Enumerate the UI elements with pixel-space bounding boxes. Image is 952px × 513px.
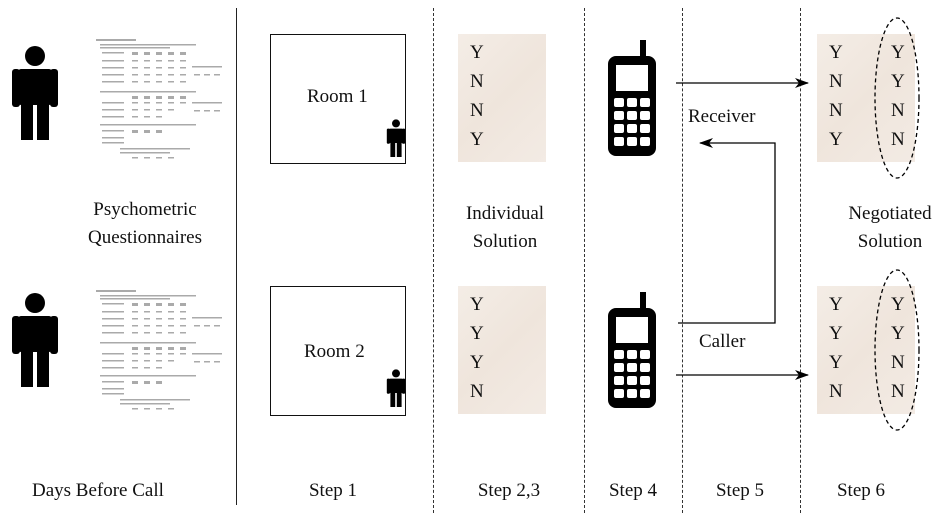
- negotiated-solution-label-line: Solution: [857, 230, 923, 252]
- step-label: Step 2,3: [477, 480, 541, 501]
- answer: Y: [470, 323, 484, 344]
- highlight-ellipse: [874, 269, 920, 431]
- negotiated-solution-label-line: Negotiated: [848, 203, 932, 224]
- section-divider: [236, 8, 237, 505]
- step-divider: [800, 8, 801, 513]
- answer: N: [891, 381, 905, 402]
- individual-solution-bottom: Y Y Y N: [458, 286, 546, 414]
- answer: Y: [829, 323, 843, 344]
- questionnaires-label-line: Questionnaires: [88, 226, 202, 248]
- answer: Y: [470, 129, 484, 150]
- highlight-ellipse: [874, 17, 920, 179]
- receiver-label: Receiver: [688, 106, 756, 127]
- step-label: Step 1: [308, 480, 358, 501]
- person-small-icon: [386, 369, 406, 407]
- individual-solution-label-line: Solution: [472, 230, 538, 252]
- negotiated-solution-bottom: Y Y Y N Y Y N N: [817, 286, 915, 414]
- answer: N: [891, 352, 905, 373]
- step-divider: [433, 8, 434, 513]
- person-icon: [12, 293, 58, 387]
- step-divider: [584, 8, 585, 513]
- person-small-icon: [386, 119, 406, 157]
- caller-label: Caller: [699, 331, 746, 352]
- questionnaires-label: Psychometric Questionnaires: [60, 196, 230, 251]
- answer: Y: [891, 71, 905, 92]
- room-2: Room 2: [270, 286, 406, 416]
- answer: Y: [891, 323, 905, 344]
- answer-list: Y Y Y N: [470, 290, 484, 406]
- step-label: Step 5: [715, 480, 765, 501]
- step-divider: [682, 8, 683, 513]
- answer: N: [891, 100, 905, 121]
- answer: N: [829, 100, 843, 121]
- negotiated-answer-list: Y Y N N: [891, 290, 905, 406]
- own-answer-list: Y Y Y N: [829, 290, 843, 406]
- person-icon: [12, 46, 58, 140]
- room-1-label: Room 1: [307, 86, 368, 107]
- answer: Y: [829, 129, 843, 150]
- answer: N: [470, 100, 484, 121]
- answer: Y: [470, 294, 484, 315]
- individual-solution-label: Individual Solution: [440, 200, 570, 255]
- negotiated-solution-top: Y N N Y Y Y N N: [817, 34, 915, 162]
- answer: Y: [829, 42, 843, 63]
- mobile-phone-icon: [608, 40, 656, 156]
- step-label: Step 6: [836, 480, 886, 501]
- answer: N: [891, 129, 905, 150]
- caller-to-receiver-arrow: [678, 138, 776, 324]
- answer: Y: [829, 294, 843, 315]
- answer: Y: [891, 294, 905, 315]
- answer: Y: [470, 352, 484, 373]
- answer: Y: [829, 352, 843, 373]
- room-2-label: Room 2: [304, 341, 365, 362]
- step-label: Step 4: [608, 480, 658, 501]
- answer: Y: [470, 42, 484, 63]
- own-answer-list: Y N N Y: [829, 38, 843, 154]
- questionnaire-document-icon: [96, 290, 222, 410]
- answer: N: [470, 381, 484, 402]
- answer-list: Y N N Y: [470, 38, 484, 154]
- answer: Y: [891, 42, 905, 63]
- negotiated-answer-list: Y Y N N: [891, 38, 905, 154]
- questionnaires-label-line: Psychometric: [93, 199, 197, 220]
- questionnaire-document-icon: [96, 39, 222, 159]
- individual-solution-label-line: Individual: [465, 203, 545, 224]
- negotiated-solution-label: Negotiated Solution: [830, 200, 950, 255]
- room-1: Room 1: [270, 34, 406, 164]
- individual-solution-top: Y N N Y: [458, 34, 546, 162]
- answer: N: [829, 71, 843, 92]
- answer: N: [829, 381, 843, 402]
- days-before-call-label: Days Before Call: [32, 480, 164, 501]
- answer: N: [470, 71, 484, 92]
- mobile-phone-icon: [608, 292, 656, 408]
